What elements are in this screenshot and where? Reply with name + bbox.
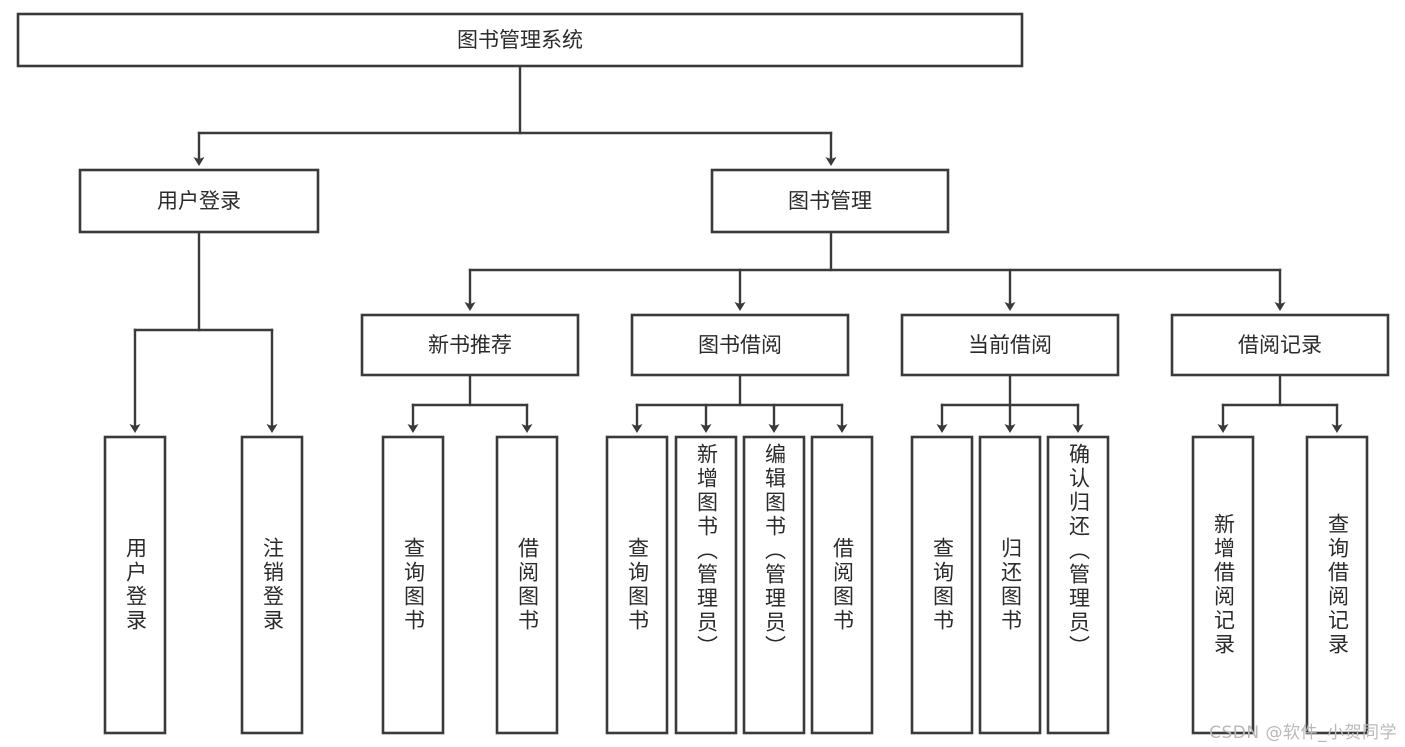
- node-book-management-label: 图书管理: [788, 189, 872, 213]
- node-book-borrow[interactable]: 图书借阅: [630, 313, 850, 377]
- connector-userlogin-to-leaves: [129, 230, 278, 433]
- node-book-management[interactable]: 图书管理: [710, 168, 950, 234]
- leaf-box-edit-book-admin[interactable]: [742, 435, 806, 735]
- connector-borrow-to-leaves: [631, 373, 848, 433]
- node-user-login-label: 用户登录: [157, 189, 241, 213]
- node-new-book-recommend[interactable]: 新书推荐: [360, 313, 580, 377]
- connector-newbook-to-leaves: [407, 373, 533, 433]
- leaf-box-return-book[interactable]: [978, 435, 1042, 735]
- node-borrow-record-label: 借阅记录: [1238, 333, 1322, 357]
- node-root-book-management-system[interactable]: 图书管理系统: [16, 12, 1024, 68]
- leaf-box-add-book-admin[interactable]: [674, 435, 738, 735]
- leaf-box-user-login[interactable]: [103, 435, 167, 735]
- node-current-borrow[interactable]: 当前借阅: [900, 313, 1120, 377]
- leaf-box-add-borrow-record[interactable]: [1191, 435, 1255, 735]
- node-current-borrow-label: 当前借阅: [968, 333, 1052, 357]
- leaf-box-group: [103, 435, 1369, 735]
- node-new-book-recommend-label: 新书推荐: [428, 333, 512, 357]
- csdn-watermark: CSDN @软件_小贺同学: [1209, 723, 1397, 743]
- connector-root-to-level2: [193, 64, 837, 166]
- node-borrow-record[interactable]: 借阅记录: [1170, 313, 1390, 377]
- leaf-box-logout[interactable]: [240, 435, 304, 735]
- leaf-box-query-book-3[interactable]: [910, 435, 974, 735]
- connector-record-to-leaves: [1217, 373, 1343, 433]
- node-book-borrow-label: 图书借阅: [698, 333, 782, 357]
- leaf-box-query-borrow-record[interactable]: [1305, 435, 1369, 735]
- leaf-box-query-book-2[interactable]: [605, 435, 669, 735]
- leaf-box-query-book-1[interactable]: [381, 435, 445, 735]
- leaf-box-borrow-book-1[interactable]: [495, 435, 559, 735]
- connector-bookmgmt-to-level3: [464, 230, 1286, 311]
- connector-current-to-leaves: [936, 373, 1084, 433]
- node-user-login[interactable]: 用户登录: [78, 168, 320, 234]
- leaf-box-borrow-book-2[interactable]: [810, 435, 874, 735]
- node-root-label: 图书管理系统: [457, 28, 583, 52]
- leaf-box-confirm-return-admin[interactable]: [1046, 435, 1110, 735]
